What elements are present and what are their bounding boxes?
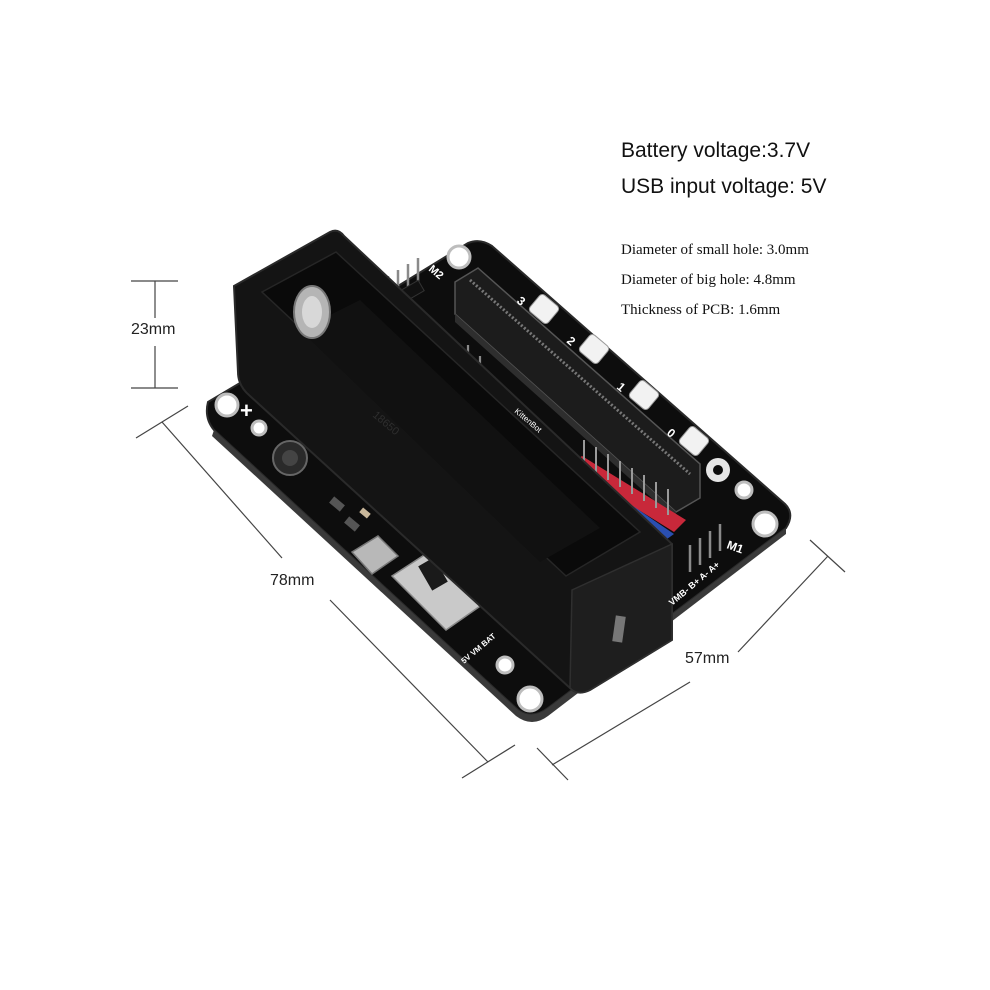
battery-voltage-spec: Battery voltage:3.7V [621,139,811,162]
usb-voltage-spec: USB input voltage: 5V [621,175,827,198]
m1-pin-header [688,524,722,572]
battery-contact [293,285,331,339]
height-dimension-line [131,280,178,389]
height-dimension-label: 23mm [131,321,176,338]
smd-components [329,496,371,532]
big-hole-spec: Diameter of big hole: 4.8mm [621,272,796,288]
width-dimension-line [536,539,846,781]
usb-port [350,535,400,575]
mounting-holes [214,244,779,713]
width-dimension-label: 57mm [685,650,730,667]
pcb-thickness-spec: Thickness of PCB: 1.6mm [621,302,781,318]
inductor [272,440,308,476]
battery-holder [232,229,673,694]
plus-sign: + [240,398,253,423]
io-pads [528,293,710,457]
gear-icon [706,458,730,482]
length-dimension-label: 78mm [270,572,315,589]
m1-label: M1 [725,538,746,557]
small-hole-spec: Diameter of small hole: 3.0mm [621,242,809,258]
length-dimension-line [135,405,516,779]
